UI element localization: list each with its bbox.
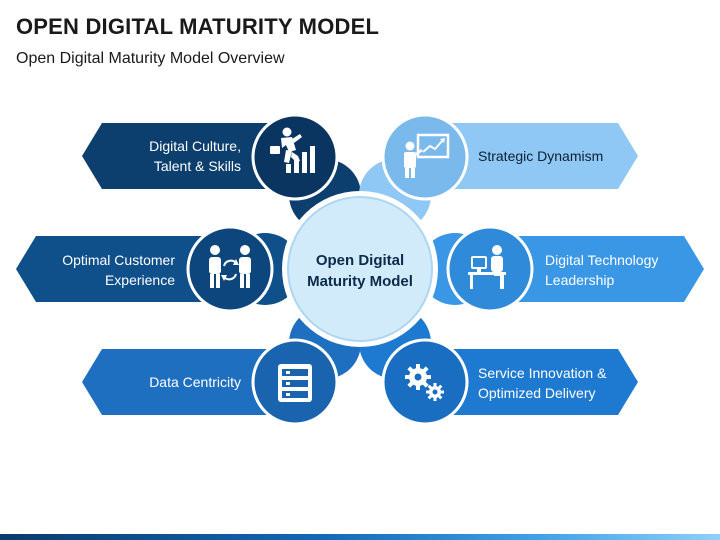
page-subtitle: Open Digital Maturity Model Overview (16, 50, 285, 67)
gears-icon (405, 364, 444, 401)
label-digital-technology-line1: Digital Technology (545, 252, 658, 268)
label-digital-culture-line1: Digital Culture, (149, 138, 241, 154)
banner-digital-culture (82, 123, 290, 189)
banner-data-centricity (82, 349, 290, 415)
label-data-centricity: Data Centricity (149, 374, 241, 390)
banner-strategic-dynamism (430, 123, 638, 189)
handshake-exchange-icon (209, 245, 251, 288)
banner-service-innovation (430, 349, 638, 415)
label-digital-culture-line2: Talent & Skills (154, 158, 241, 174)
label-service-innovation-line2: Optimized Delivery (478, 385, 595, 401)
center-circle (287, 196, 433, 342)
server-rack-icon (278, 364, 312, 402)
center-label-line1: Open Digital (316, 252, 404, 269)
center-label-line2: Maturity Model (307, 273, 413, 290)
label-service-innovation-line1: Service Innovation & (478, 365, 607, 381)
label-optimal-customer-line2: Experience (105, 272, 175, 288)
label-optimal-customer-line1: Optimal Customer (62, 252, 175, 268)
desk-computer-icon (468, 245, 506, 289)
icon-circle-optimal-customer (186, 225, 274, 313)
label-strategic-dynamism: Strategic Dynamism (478, 148, 603, 164)
presentation-board-icon (404, 133, 450, 178)
page-title: OPEN DIGITAL MATURITY MODEL (16, 14, 380, 39)
icon-circle-digital-technology (446, 225, 534, 313)
label-digital-technology-line2: Leadership (545, 272, 614, 288)
climbing-businessman-icon (270, 127, 315, 173)
bottom-accent-bar (0, 534, 720, 540)
